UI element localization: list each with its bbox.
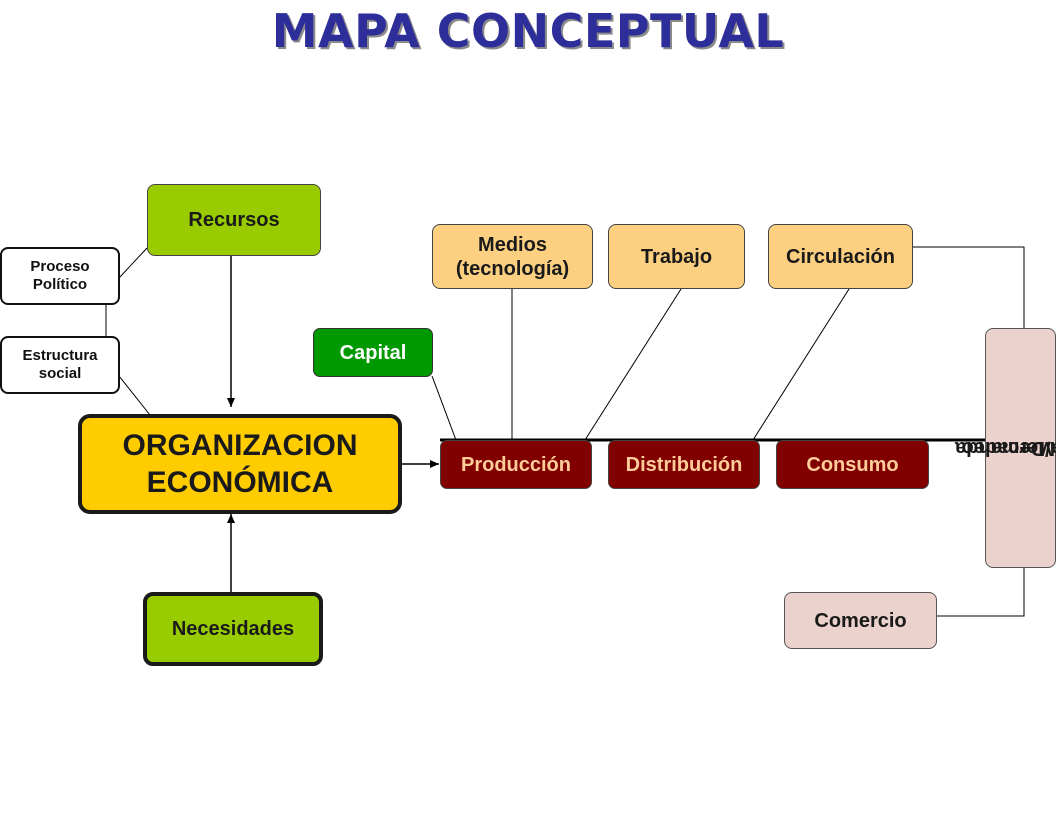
node-mercadeo-label: Mercadeo Oferta/Demanda bbox=[955, 371, 1056, 526]
node-recursos: Recursos bbox=[147, 184, 321, 256]
node-medios: Medios (tecnología) bbox=[432, 224, 593, 289]
node-mercadeo-label-2: Oferta/Demanda bbox=[955, 437, 1056, 459]
node-medios-label-2: (tecnología) bbox=[455, 257, 570, 280]
node-proceso-politico: Proceso Político bbox=[0, 247, 120, 305]
line-circulacion-distribucion bbox=[752, 288, 850, 441]
node-comercio: Comercio bbox=[784, 592, 937, 649]
node-comercio-label: Comercio bbox=[814, 609, 907, 632]
node-estructura-label-2: social bbox=[38, 365, 82, 382]
node-recursos-label: Recursos bbox=[188, 209, 280, 231]
line-circulacion-mercadeo bbox=[913, 246, 1025, 329]
node-produccion-label: Producción bbox=[460, 453, 571, 476]
node-circulacion: Circulación bbox=[768, 224, 913, 289]
node-distribucion-label: Distribución bbox=[625, 453, 743, 476]
node-organizacion-label-1: ORGANIZACION bbox=[122, 428, 358, 462]
node-circulacion-label: Circulación bbox=[786, 245, 895, 268]
node-consumo-label: Consumo bbox=[806, 453, 899, 476]
node-proceso-label-1: Proceso bbox=[30, 258, 90, 275]
line-comercio-mercadeo bbox=[937, 567, 1025, 617]
line-capital-produccion bbox=[431, 375, 457, 441]
node-trabajo: Trabajo bbox=[608, 224, 745, 289]
node-necesidades-label: Necesidades bbox=[171, 618, 295, 640]
node-produccion: Producción bbox=[440, 440, 592, 489]
line-proceso-recursos bbox=[118, 247, 148, 279]
page-title: MAPA CONCEPTUAL bbox=[271, 4, 785, 58]
node-mercadeo: Mercadeo Oferta/Demanda bbox=[955, 328, 1056, 568]
line-estructura-organizacion bbox=[118, 375, 151, 416]
node-medios-label-1: Medios bbox=[478, 233, 547, 256]
node-consumo: Consumo bbox=[776, 440, 929, 489]
node-necesidades: Necesidades bbox=[143, 592, 323, 666]
node-organizacion-economica: ORGANIZACION ECONÓMICA bbox=[78, 414, 402, 514]
node-estructura-label-1: Estructura bbox=[22, 347, 98, 364]
node-trabajo-label: Trabajo bbox=[640, 245, 713, 268]
node-capital: Capital bbox=[313, 328, 433, 377]
node-capital-label: Capital bbox=[339, 341, 407, 364]
line-trabajo-produccion bbox=[584, 288, 682, 441]
node-proceso-label-2: Político bbox=[32, 276, 88, 293]
node-organizacion-label-2: ECONÓMICA bbox=[146, 466, 334, 499]
node-estructura-social: Estructura social bbox=[0, 336, 120, 394]
node-distribucion: Distribución bbox=[608, 440, 760, 489]
